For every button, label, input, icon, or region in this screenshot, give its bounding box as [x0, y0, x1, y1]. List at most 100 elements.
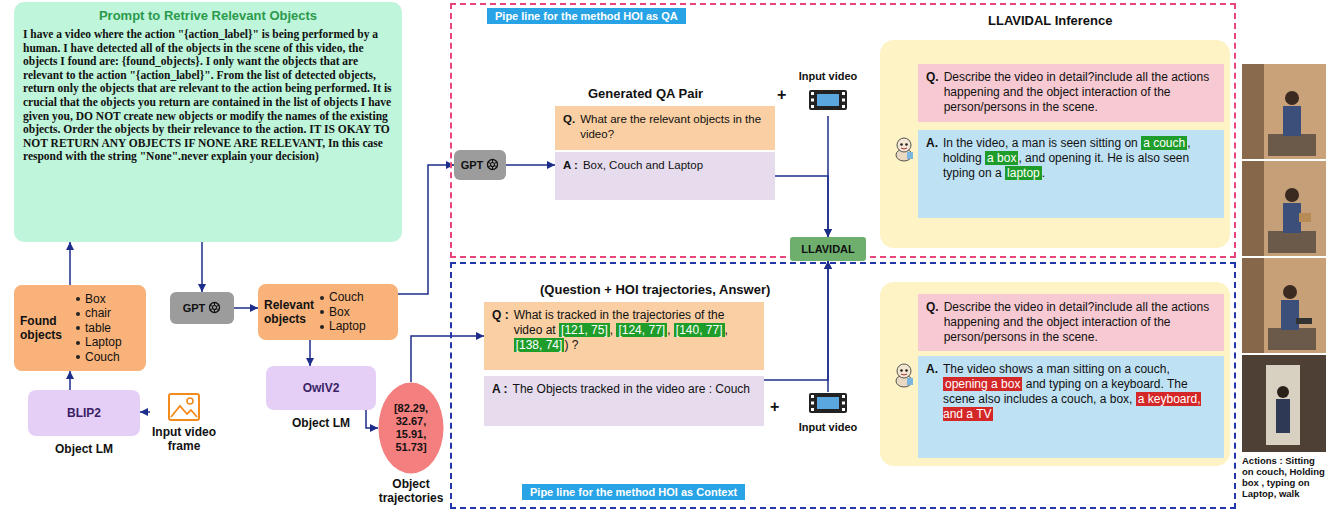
- qa-box: A. In the video, a man is seen sitting on…: [918, 130, 1224, 218]
- connector-line: [411, 336, 484, 382]
- qa-text: In the video, a man is seen sitting on a…: [943, 136, 1216, 181]
- plus-sign: +: [770, 398, 779, 416]
- bullet-dot: [76, 355, 80, 359]
- highlight: opening a box: [943, 377, 1022, 391]
- highlight: [121, 75]: [559, 323, 610, 337]
- qa-text: Describe the video in detail?include all…: [944, 70, 1216, 115]
- list-row: Box: [320, 305, 366, 320]
- qa-box: A : Box, Couch and Laptop: [555, 152, 775, 200]
- arrow-head: [66, 371, 74, 379]
- connector: [198, 242, 206, 292]
- bullet-dot: [320, 296, 324, 300]
- input-video-node: Input video: [793, 392, 863, 440]
- list-item: Box: [329, 305, 350, 320]
- arrow-head: [140, 408, 148, 416]
- list-item: Couch: [85, 350, 120, 365]
- bullet-dot: [76, 297, 80, 301]
- gpt-box: GPT: [454, 150, 506, 180]
- connector: [775, 176, 832, 237]
- highlight: laptop: [1005, 166, 1042, 180]
- arrow-head: [66, 242, 74, 250]
- bullet-dot: [320, 310, 324, 314]
- list-row: Laptop: [320, 319, 366, 334]
- qa-box: Q.Describe the video in detail?include a…: [918, 64, 1224, 122]
- connector-line: [827, 261, 829, 392]
- pipeline-band: Pipe line for the method HOI as Context: [522, 484, 745, 500]
- qa-text: What are the relevant objects in the vid…: [580, 112, 767, 141]
- ellipse-shape: [379, 383, 444, 474]
- qa-text: Box, Couch and Laptop: [583, 158, 767, 173]
- section-caption: Generated QA Pair: [588, 86, 703, 101]
- connector: [234, 304, 258, 312]
- item-list: BoxchairtableLaptopCouch: [76, 292, 122, 365]
- list-item: Laptop: [85, 335, 122, 350]
- qa-text: The Objects tracked in the video are : C…: [513, 382, 756, 397]
- gpt-logo-wrap: [208, 301, 221, 316]
- list-item: Couch: [329, 290, 364, 305]
- film-icon-wrap: [808, 89, 848, 114]
- video-frame: [1242, 161, 1326, 256]
- qa-text: What is tracked in the trajectories of t…: [514, 308, 756, 353]
- qa-box: Q.What are the relevant objects in the v…: [555, 106, 775, 150]
- qa-box: Q. Describe the video in detail?include a…: [918, 294, 1224, 351]
- mascot-wrap: [893, 136, 915, 166]
- pipeline-band: Pipe line for the method HOI as QA: [487, 8, 686, 24]
- trajectory-caption: Object trajectories: [366, 477, 456, 505]
- connector: [398, 161, 454, 294]
- gpt-logo-wrap: [486, 158, 499, 173]
- list-row: table: [76, 321, 122, 336]
- connector-line: [398, 165, 454, 294]
- qa-text: The video shows a man sitting on a couch…: [943, 362, 1216, 422]
- model-box: BLIP2Object LM: [28, 390, 140, 436]
- prompt-body: I have a video where the action "{action…: [23, 28, 393, 164]
- gpt-box: GPT: [170, 292, 234, 324]
- prompt-box: Prompt to Retrive Relevant Objects I have…: [14, 2, 402, 242]
- object-list-box: Relevant objects CouchBoxLaptop: [258, 284, 398, 340]
- bullet-dot: [76, 312, 80, 316]
- connector: [66, 242, 74, 285]
- input-video-node: Input video: [793, 70, 863, 116]
- bullet-dot: [320, 325, 324, 329]
- list-title: Found objects: [20, 314, 70, 342]
- prompt-title: Prompt to Retrive Relevant Objects: [23, 8, 393, 23]
- plus-sign: +: [777, 86, 786, 104]
- qa-prefix: A.: [926, 362, 938, 377]
- list-row: Couch: [76, 350, 122, 365]
- model-box: OwlV2Object LM: [266, 366, 376, 410]
- inference-panel: LLAVIDAL InferenceQ.Describe the video i…: [880, 40, 1230, 248]
- arrow-head: [250, 304, 258, 312]
- input-caption: Input video: [799, 421, 858, 434]
- connector: [824, 116, 832, 237]
- connector: [66, 371, 74, 390]
- pipeline-region: Pipe line for the method HOI as Context Q…: [450, 262, 1236, 509]
- qa-text: Describe the video in detail?include all…: [944, 300, 1216, 345]
- list-title: Relevant objects: [264, 298, 314, 326]
- list-item: Laptop: [329, 319, 366, 334]
- bullet-dot: [76, 326, 80, 330]
- llavidal-mascot: [893, 362, 915, 388]
- qa-prefix: A :: [563, 158, 578, 173]
- arrow-head: [476, 332, 484, 340]
- list-row: Laptop: [76, 335, 122, 350]
- highlight: a couch: [1141, 136, 1187, 150]
- connector: [411, 332, 484, 382]
- connector: [824, 261, 832, 392]
- model-caption: Object LM: [8, 442, 160, 456]
- arrow-head: [370, 424, 378, 432]
- qa-box: Q : What is tracked in the trajectories o…: [484, 302, 764, 370]
- qa-prefix: A.: [926, 136, 938, 151]
- mascot-wrap: [893, 362, 915, 392]
- inference-panel: Q. Describe the video in detail?include a…: [880, 282, 1230, 466]
- list-row: Couch: [320, 290, 366, 305]
- qa-prefix: Q.: [926, 300, 939, 315]
- model-name: BLIP2: [67, 406, 101, 420]
- qa-prefix: Q :: [492, 308, 509, 323]
- list-row: Box: [76, 292, 122, 307]
- connector: [506, 161, 555, 169]
- input-caption: Input video: [799, 70, 858, 83]
- arrow-head: [547, 161, 555, 169]
- list-item: Box: [85, 292, 106, 307]
- connector: [764, 261, 832, 380]
- model-name: LLAVIDAL: [801, 243, 855, 255]
